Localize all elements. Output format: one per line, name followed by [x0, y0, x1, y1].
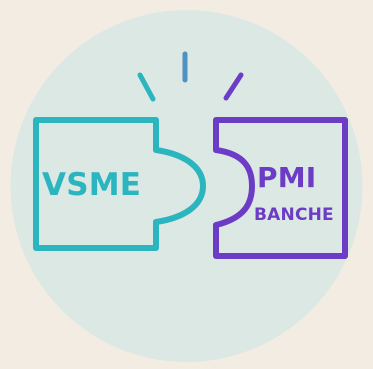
spark-line-left — [137, 72, 156, 102]
connection-spark-lines-icon — [137, 51, 244, 102]
background-circle — [10, 10, 363, 362]
left-piece-label: VSME — [42, 167, 142, 203]
spark-line-right — [223, 72, 244, 101]
right-puzzle-socket-icon — [213, 117, 348, 259]
right-piece-label: PMI — [257, 161, 317, 194]
right-piece-sublabel: BANCHE — [254, 205, 334, 225]
left-puzzle-piece-icon — [33, 117, 206, 251]
